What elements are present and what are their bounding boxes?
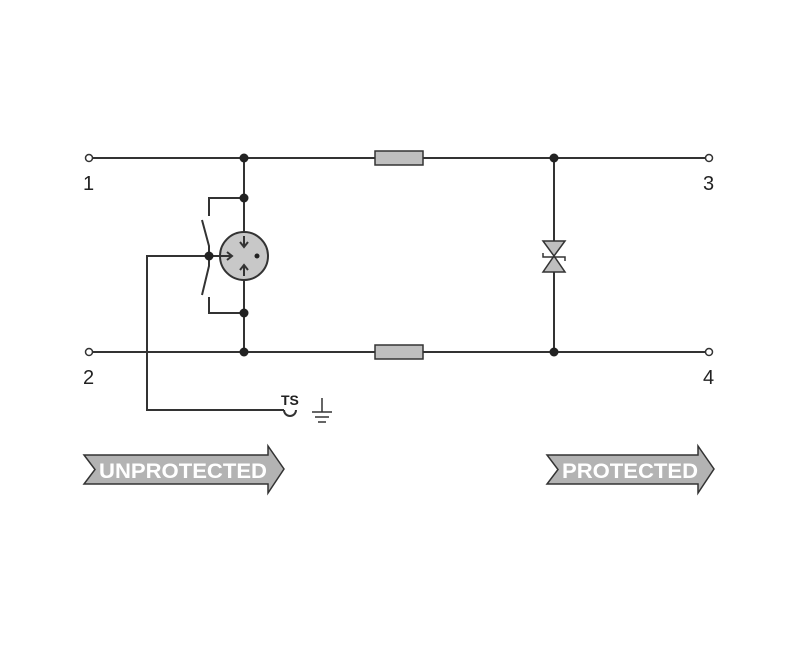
terminal-2 <box>84 347 94 357</box>
terminal-3-label: 3 <box>703 173 714 195</box>
junction-dots <box>204 153 559 357</box>
terminal-4 <box>704 347 714 357</box>
gdt-dot <box>254 253 260 259</box>
ts-label: TS <box>281 392 299 408</box>
terminal-1-label: 1 <box>83 173 94 195</box>
unprotected-arrow-icon <box>82 443 285 496</box>
terminal-3 <box>704 153 714 163</box>
resistor-bottom-icon <box>374 344 424 360</box>
gdt-electrode-bottom <box>239 263 249 276</box>
unprotected-label: UNPROTECTED <box>99 460 267 483</box>
terminal-4-label: 4 <box>703 367 714 389</box>
resistor-top-icon <box>374 150 424 166</box>
terminal-1 <box>84 153 94 163</box>
protected-label: PROTECTED <box>562 460 698 483</box>
bidirectional-tvs-diode-icon <box>541 240 567 273</box>
ts-contact-icon <box>283 409 297 417</box>
protected-arrow-icon <box>545 443 715 496</box>
switch-lower-wire <box>208 297 244 314</box>
ground-icon <box>312 398 332 423</box>
gdt-electrode-top <box>239 236 249 249</box>
ts-wire <box>146 255 284 411</box>
terminal-2-label: 2 <box>83 367 94 389</box>
switch-upper-wire <box>208 197 244 216</box>
